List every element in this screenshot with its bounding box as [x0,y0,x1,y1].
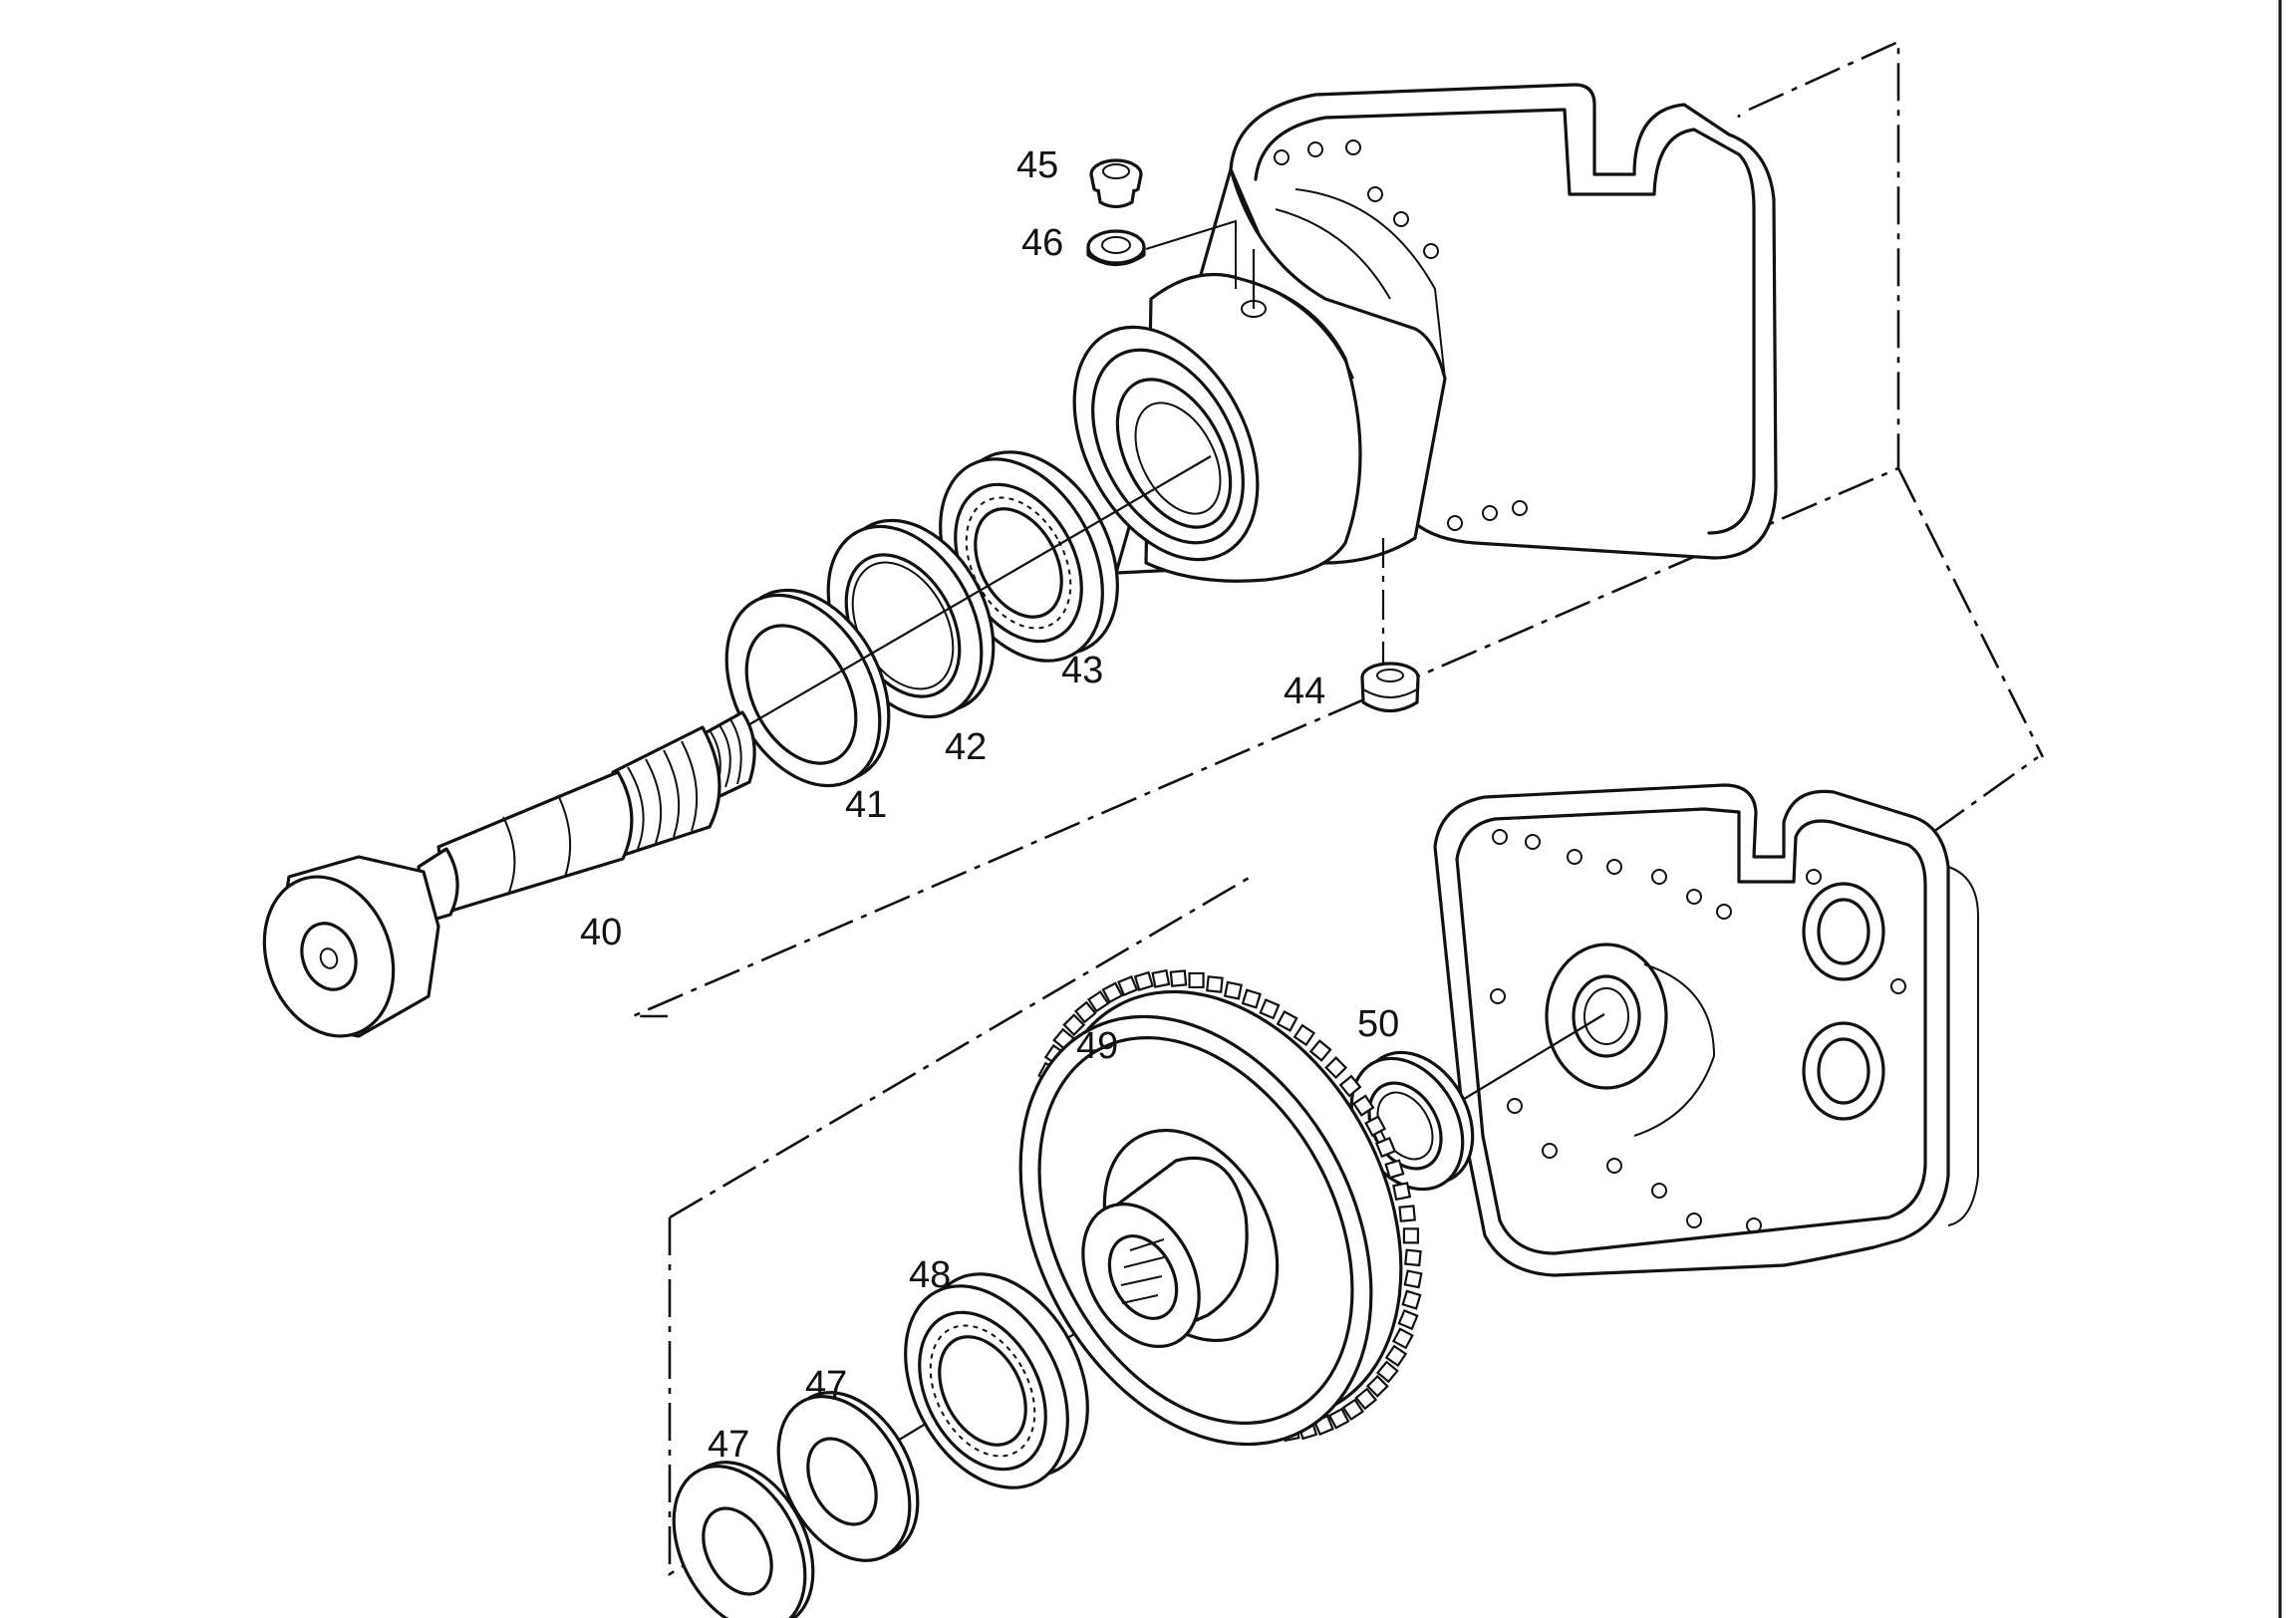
gear-tooth [1374,1136,1397,1159]
callout-46: 46 [1021,222,1063,264]
gear-tooth [1384,1344,1408,1368]
gear-tooth [1169,969,1188,987]
gear-tooth [1151,968,1171,988]
gear-tooth [1398,1205,1416,1222]
part-40-gear [262,855,440,1038]
cover-bolt-holes [1490,829,1906,1233]
lower-cover-housing [1433,783,1979,1277]
gear-tooth [1062,1013,1086,1037]
part-49-gear [1018,968,1423,1447]
callout-49: 49 [1076,1025,1118,1067]
gear-tooth [1338,1074,1362,1098]
gear-tooth [1402,1227,1420,1244]
part-48-bearing [904,1272,1089,1489]
part-47-shim-lower [672,1461,815,1618]
upper-housing [1072,83,1778,583]
gear-tooth [1352,1094,1375,1117]
part-40-pinion-shaft [262,710,756,1038]
part-46-leader [1145,219,1237,289]
gear-tooth [1376,1360,1399,1384]
gear-tooth [1354,1387,1378,1411]
callout-44: 44 [1284,671,1325,712]
gear-tooth [1404,1248,1422,1267]
gear-tooth [1365,1374,1389,1398]
gear-tooth [1401,1289,1422,1310]
flange-bolt-holes [1274,139,1528,531]
upper-assembly-axis [726,455,1212,738]
gear-tooth [1292,1023,1316,1047]
callout-48: 48 [909,1254,951,1296]
gear-tooth [1392,1182,1412,1202]
callout-50: 50 [1357,1003,1399,1045]
gear-tooth [1341,1398,1365,1422]
gear-tooth [1324,1056,1348,1080]
gear-tooth [1327,1407,1350,1430]
gear-tooth [1384,1159,1405,1180]
gear-tooth [1276,1009,1298,1032]
gear-tooth [1308,1039,1332,1062]
gear-tooth [1188,971,1205,989]
gear-tooth [1403,1269,1423,1289]
gear-tooth [1397,1308,1419,1331]
callout-41: 41 [845,784,887,826]
gear-tooth [1364,1115,1387,1138]
gear-tooth [1259,998,1281,1020]
gear-tooth [1086,989,1110,1013]
part-46-seal-ring [1086,229,1146,267]
callout-43: 43 [1061,650,1103,691]
axis-line-lower-right [1932,755,2039,834]
gear-tooth [1117,974,1139,997]
gear-tooth [1391,1327,1414,1350]
gear-tooth [1073,1000,1097,1024]
lower-group-boundary-top [669,875,1252,1219]
gear-tooth [1241,988,1262,1009]
part-41-spacer [724,588,891,788]
gear-tooth [1206,975,1224,993]
callout-45: 45 [1016,144,1058,186]
gear-tooth [1101,981,1124,1004]
callout-42: 42 [945,726,987,768]
gear-tooth [1133,970,1154,991]
part-50-nut [1349,1050,1475,1192]
axis-line-upper-right [1896,467,2045,758]
part-47-shim-upper [776,1391,920,1562]
callout-40: 40 [580,912,622,953]
part-44-breather [1360,662,1420,713]
callout-47-upper: 47 [805,1364,847,1406]
part-45-plug [1089,158,1143,209]
callout-47-lower: 47 [708,1424,749,1466]
gear-tooth [1223,980,1243,1000]
